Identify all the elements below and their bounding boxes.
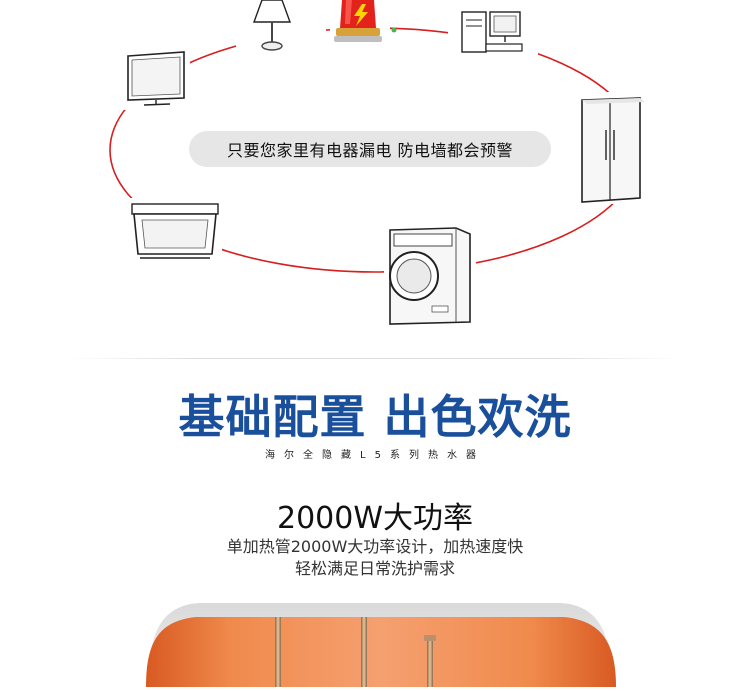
feature-title: 2000W大功率	[276, 501, 473, 536]
computer-icon	[448, 2, 538, 60]
heating-rod-center	[361, 617, 367, 687]
heating-rod-left	[275, 617, 281, 687]
section-headline: 基础配置 出色欢洗	[178, 390, 572, 444]
tv-icon	[120, 46, 190, 110]
section-divider	[70, 358, 680, 359]
heater-svg	[146, 603, 616, 687]
alarm-light-icon	[330, 0, 390, 46]
range-hood-icon	[126, 198, 222, 264]
washing-machine-icon	[384, 222, 476, 326]
lamp-icon	[236, 0, 326, 58]
connector-dot-right	[391, 27, 397, 33]
heater-tank-illustration	[0, 595, 750, 687]
heater-tank-inner	[146, 617, 616, 687]
diagram-svg	[109, 0, 650, 326]
feature-desc-line-2: 轻松满足日常洗护需求	[294, 559, 455, 578]
heating-rod-right	[427, 639, 433, 687]
feature-description: 单加热管2000W大功率设计，加热速度快 轻松满足日常洗护需求	[0, 536, 750, 580]
refrigerator-icon	[574, 92, 650, 204]
section-subline: 海尔全隐藏L5系列热水器	[265, 450, 485, 461]
leakage-warning-pill: 只要您家里有电器漏电 防电墙都会预警	[189, 131, 551, 167]
leakage-diagram: 只要您家里有电器漏电 防电墙都会预警	[0, 0, 750, 345]
feature-desc-line-1: 单加热管2000W大功率设计，加热速度快	[226, 537, 524, 556]
leakage-warning-text: 只要您家里有电器漏电 防电墙都会预警	[226, 141, 514, 160]
